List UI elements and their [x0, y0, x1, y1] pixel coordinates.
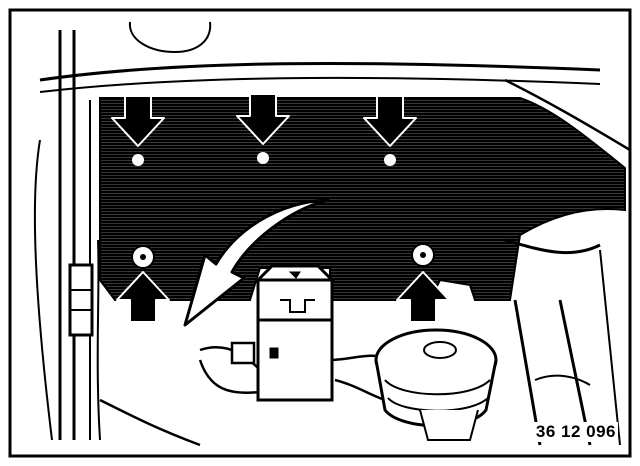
fastening-points-bottom [131, 243, 435, 269]
fastening-points-top [132, 152, 396, 166]
fastener-point [384, 154, 396, 166]
curved-arrow-icon [183, 198, 330, 327]
arrow-up-icon [116, 271, 170, 323]
arrow-down-icon [363, 95, 417, 147]
plug [230, 341, 256, 365]
arrow-down-icon [236, 93, 290, 145]
wiring-harness [99, 346, 386, 447]
fastener-point [132, 154, 144, 166]
upper-trim [39, 21, 631, 152]
arrow-up-icon [396, 271, 450, 323]
figure-reference-code: 36 12 096 [533, 422, 618, 442]
round-cap [374, 328, 498, 441]
arrow-down-icon [111, 95, 165, 147]
fastener-point [257, 152, 269, 164]
right-housing [504, 238, 621, 446]
cable-connector [68, 263, 94, 337]
control-module [254, 264, 336, 402]
